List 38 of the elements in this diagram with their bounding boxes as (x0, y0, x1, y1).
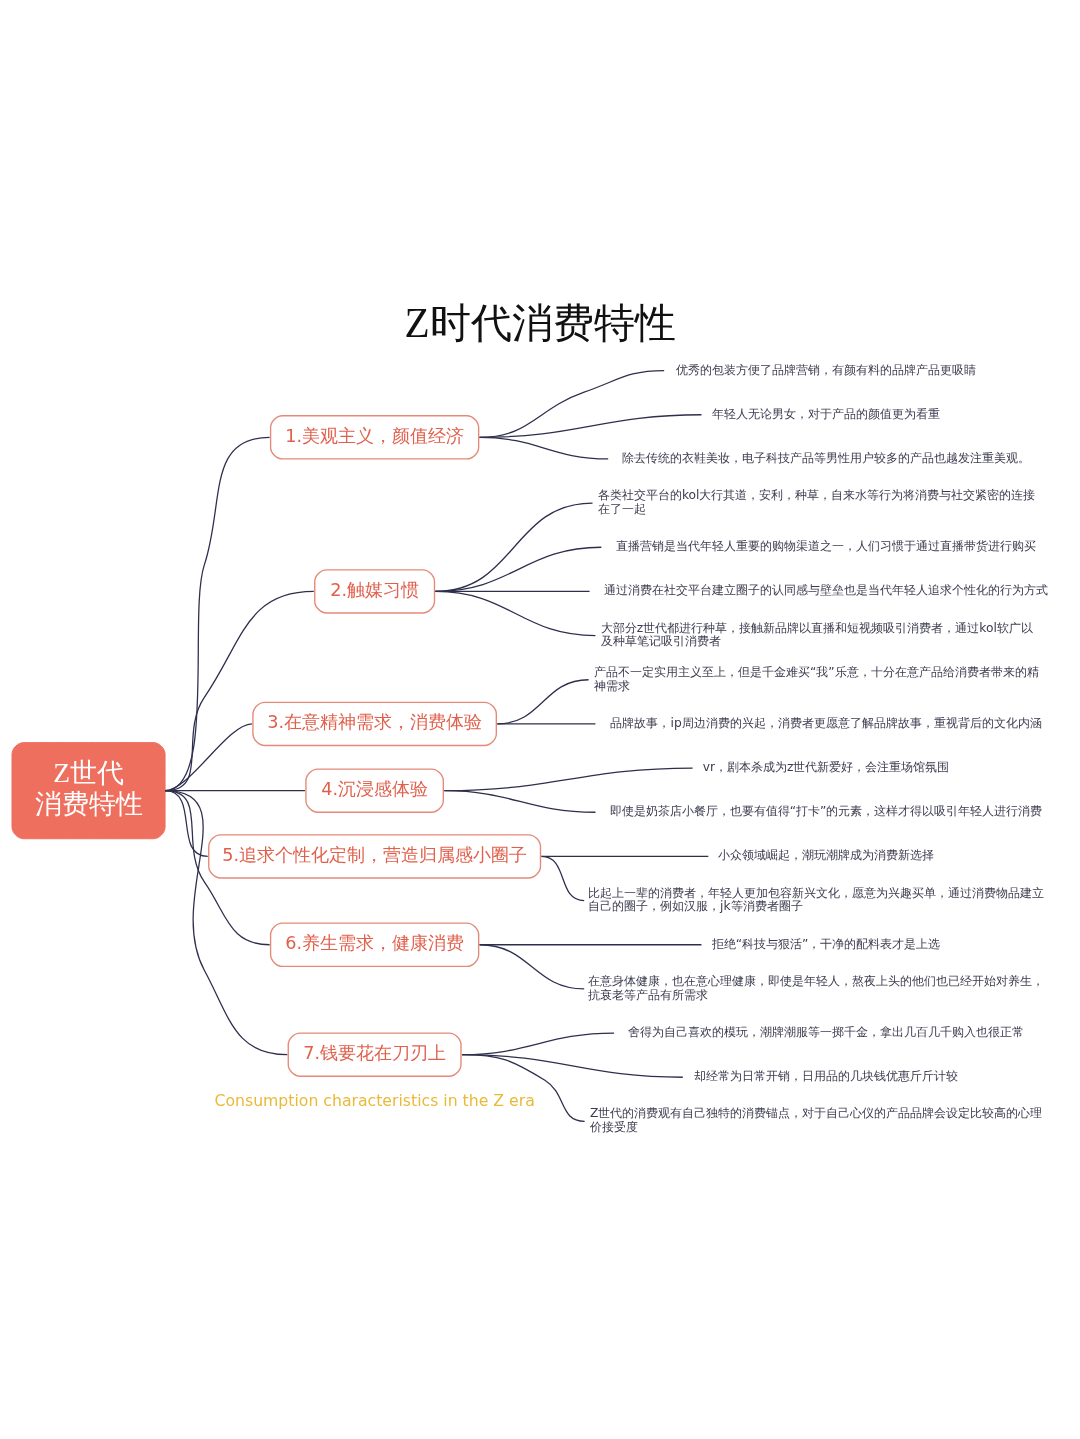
connector (479, 944, 585, 990)
node-text: 通过消费在社交平台建立圈子的认同感与壁垒也是当代年轻人追求个性化的行为方式 (604, 583, 1049, 598)
connector (434, 590, 597, 637)
node-text: 在意身体健康，也在意心理健康，即使是年轻人，熬夜上头的他们也已经开始对养生，抗衰老等产品有所需求 (588, 973, 1045, 1002)
node-text: 直播营销是当代年轻人重要的购物渠道之一，人们习惯于通过直播带货进行购买 (616, 539, 1037, 554)
connector (164, 790, 209, 858)
node-box: 3.在意精神需求，消费体验 (252, 701, 497, 747)
connector (443, 790, 597, 813)
node-text: 舍得为自己喜欢的模玩，潮牌潮服等一掷千金，拿出几百几千购入也很正常 (628, 1025, 1025, 1040)
connector (540, 855, 585, 902)
label: Consumption characteristics in the Z era (214, 1091, 535, 1111)
node-text: 大部分z世代都进行种草，接触新品牌以直播和短视频吸引消费者，通过kol软广以及种草笔记吸引消费者 (600, 620, 1033, 649)
node-text: 比起上一辈的消费者，年轻人更加包容新兴文化，愿意为兴趣买单，通过消费物品建立自己的圈子，例如汉服，jk等消费者圈子 (588, 885, 1045, 914)
node-text: 拒绝“科技与狠活”，干净的配料表才是上选 (711, 936, 941, 951)
node-text: 即使是奶茶店小餐厅，也要有值得“打卡”的元素，这样才得以吸引年轻人进行消费 (609, 804, 1043, 819)
node-box: 2.触媒习惯 (314, 569, 436, 614)
node-box: Z世代消费特性 (11, 742, 166, 840)
node-text: vr，剧本杀成为z世代新爱好，会注重场馆氛围 (702, 760, 950, 775)
node-box: 7.钱要花在刀刃上 (287, 1032, 462, 1077)
node-box: 4.沉浸感体验 (305, 768, 444, 813)
node-text: 除去传统的衣鞋美妆，电子科技产品等男性用户较多的产品也越发注重美观。 (622, 450, 1031, 465)
connector (164, 790, 271, 946)
node-box: 5.追求个性化定制，营造归属感小圈子 (208, 834, 542, 879)
node-box: 6.养生需求，健康消费 (269, 922, 480, 968)
node-text: 却经常为日常开销，日用品的几块钱优惠斤斤计较 (694, 1069, 959, 1084)
node-text: 品牌故事，ip周边消费的兴起，消费者更愿意了解品牌故事，重视背后的文化内涵 (610, 715, 1042, 730)
connector (461, 1054, 586, 1123)
node-text: 各类社交平台的kol大行其道，安利，种草，自来水等行为将消费与社交紧密的连接在了一起 (597, 488, 1036, 516)
node-text: 产品不一定实用主义至上，但是千金难买“我”乐意，十分在意产品给消费者带来的精神需求 (593, 664, 1039, 693)
diagram-title: Z时代消费特性 (404, 299, 676, 346)
node-box: 1.美观主义，颜值经济 (269, 415, 480, 460)
node-text: 年轻人无论男女，对于产品的颜值更为看重 (712, 406, 941, 421)
node-text: Z世代的消费观有自己独特的消费锚点，对于自己心仪的产品品牌会设定比较高的心理价接受度 (590, 1106, 1043, 1135)
connector (479, 436, 609, 460)
node-text: 小众领域崛起，潮玩潮牌成为消费新选择 (718, 848, 935, 863)
connector (164, 790, 288, 1056)
node-text: 优秀的包装方便了品牌营销，有颜有料的品牌产品更吸睛 (676, 362, 977, 377)
connector (496, 723, 597, 725)
